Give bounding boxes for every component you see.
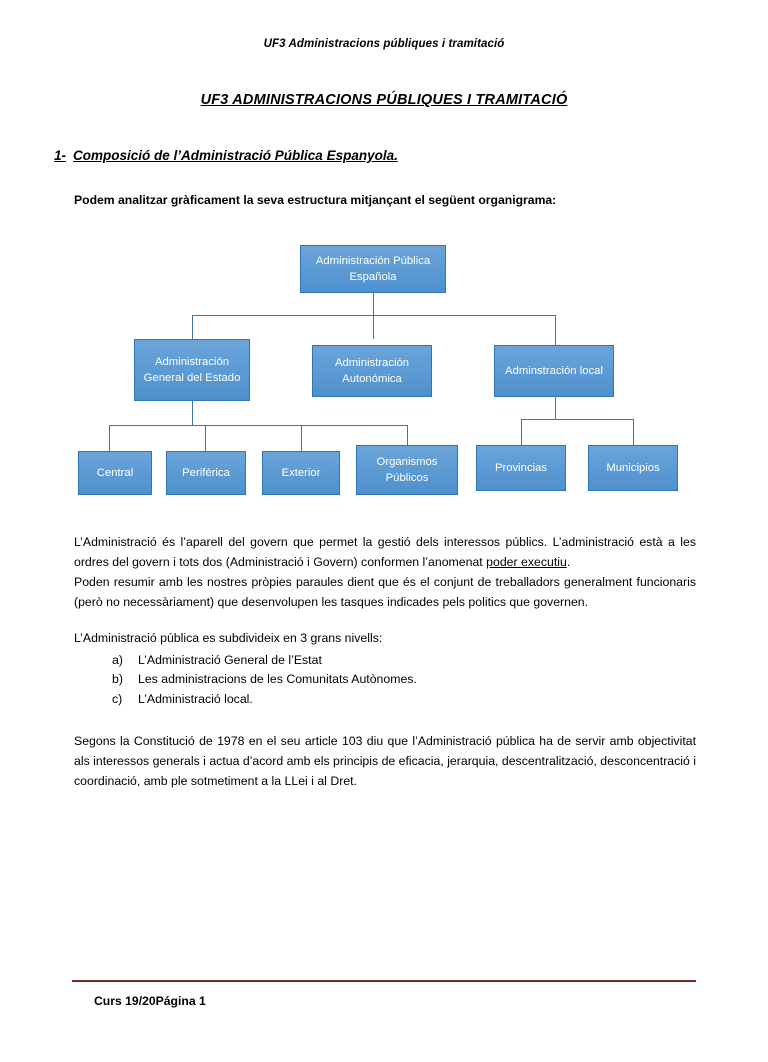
node-exterior: Exterior — [262, 451, 340, 495]
connector-right-stem — [555, 397, 556, 419]
connector-left-b3 — [301, 425, 302, 451]
connector-left-b4 — [407, 425, 408, 451]
connector-level2-left — [192, 315, 193, 339]
node-administracion-autonomica: Administración Autonómica — [312, 345, 432, 397]
body-paragraph-4: Segons la Constitució de 1978 en el seu … — [74, 734, 696, 789]
running-head: UF3 Administracions públiques i tramitac… — [263, 38, 505, 50]
list-item: c) L’Administració local. — [112, 690, 696, 710]
body-paragraph-2: Poden resumir amb les nostres pròpies pa… — [74, 574, 696, 609]
node-administracion-publica-espanola: Administración Pública Española — [300, 245, 446, 293]
list-item-marker: c) — [112, 692, 123, 707]
levels-list: a) L’Administració General de l’Estat b) L… — [72, 651, 696, 711]
node-administracion-general-del-estado: Administración General del Estado — [134, 339, 250, 401]
body-paragraph-1: L’Administració és l’aparell del govern … — [74, 533, 696, 573]
organigram-diagram: Administración Pública Española Administ… — [72, 227, 696, 517]
page-title: UF3 ADMINISTRACIONS PÚBLIQUES I TRAMITAC… — [200, 92, 568, 108]
connector-level2-mid — [373, 315, 374, 339]
list-item-label: Les administracions de les Comunitats Au… — [138, 672, 417, 687]
connector-level2-right — [555, 315, 556, 345]
body-paragraph-1-part-a: L’Administració és l’aparell del govern … — [74, 535, 696, 569]
connector-left-stem — [192, 401, 193, 425]
footer-page-label: Curs 19/20Página 1 — [94, 994, 206, 1008]
node-periferica: Periférica — [166, 451, 246, 495]
list-item-label: L’Administració General de l’Estat — [138, 652, 322, 667]
body-paragraph-1-part-b: . — [566, 554, 571, 569]
intro-paragraph: Podem analitzar gràficament la seva estr… — [74, 193, 557, 207]
list-item: a) L’Administració General de l’Estat — [112, 651, 696, 671]
node-central: Central — [78, 451, 152, 495]
node-municipios: Municipios — [588, 445, 678, 491]
connector-level3-left-bus — [109, 425, 407, 426]
footer-divider — [72, 980, 696, 982]
list-item-label: L’Administració local. — [138, 692, 253, 707]
connector-left-b1 — [109, 425, 110, 451]
section-title: Composició de l’Administració Pública Es… — [73, 148, 398, 163]
body-paragraph-3: L’Administració pública es subdivideix e… — [74, 630, 383, 645]
node-organismos-publicos: Organismos Públicos — [356, 445, 458, 495]
connector-right-b2 — [633, 419, 634, 445]
list-item-marker: b) — [112, 672, 123, 687]
connector-level3-right-bus — [521, 419, 633, 420]
section-number: 1- — [54, 148, 67, 163]
node-provincias: Provincias — [476, 445, 566, 491]
node-administracion-local: Adminstración local — [494, 345, 614, 397]
document-page: UF3 Administracions públiques i tramitac… — [0, 38, 768, 1062]
connector-right-b1 — [521, 419, 522, 445]
section-heading: 1- Composició de l’Administració Pública … — [54, 148, 696, 163]
body-paragraph-1-underlined: poder executiu — [486, 554, 567, 569]
list-item: b) Les administracions de les Comunitats … — [112, 670, 696, 690]
connector-left-b2 — [205, 425, 206, 451]
connector-trunk-vertical — [373, 293, 374, 315]
list-item-marker: a) — [112, 652, 123, 667]
